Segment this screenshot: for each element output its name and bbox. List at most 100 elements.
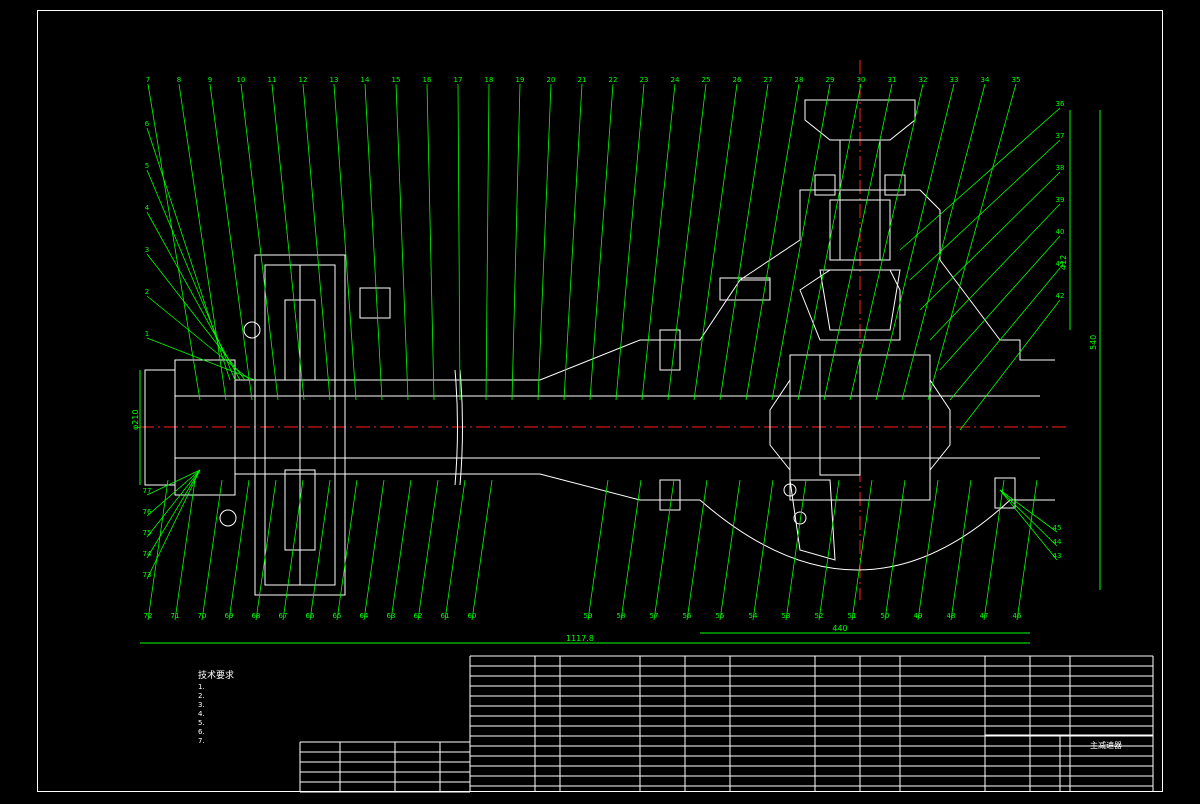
- part-number-label: 76: [143, 508, 152, 516]
- leader-line: [444, 479, 466, 621]
- leader-line: [884, 479, 906, 621]
- leader-line: [823, 83, 893, 401]
- part-number-label: 66: [306, 612, 315, 620]
- part-number-label: 51: [848, 612, 857, 620]
- leader-line: [999, 489, 1058, 547]
- part-number-label: 47: [980, 612, 989, 620]
- leader-line: [929, 203, 1061, 341]
- part-number-label: 1: [145, 330, 149, 338]
- leader-line: [719, 479, 741, 621]
- leader-line: [146, 469, 201, 559]
- part-number-label: 49: [914, 612, 923, 620]
- part-number-label: 50: [881, 612, 890, 620]
- part-number-label: 26: [733, 76, 742, 84]
- leader-line: [426, 83, 435, 401]
- leader-line: [719, 83, 769, 401]
- leader-line: [999, 489, 1058, 533]
- leader-line: [563, 83, 583, 401]
- part-number-label: 12: [299, 76, 308, 84]
- parts-list-table: [299, 655, 1154, 793]
- tech-req-line: 5.: [198, 719, 205, 727]
- part-number-label: 28: [795, 76, 804, 84]
- leader-line: [146, 469, 201, 517]
- part-number-label: 69: [225, 612, 234, 620]
- part-number-label: 21: [578, 76, 587, 84]
- part-number-label: 6: [145, 120, 150, 128]
- part-number-label: 8: [177, 76, 181, 84]
- leader-line: [146, 127, 231, 381]
- part-number-label: 27: [764, 76, 773, 84]
- leader-line: [146, 469, 201, 538]
- leader-line: [641, 83, 676, 401]
- leader-line: [752, 479, 774, 621]
- part-number-label: 7: [146, 76, 150, 84]
- leader-line: [927, 83, 1017, 401]
- part-number-label: 73: [143, 571, 152, 579]
- part-number-label: 55: [716, 612, 725, 620]
- leader-line: [201, 479, 223, 621]
- leader-line: [849, 83, 924, 401]
- title-block: 主减速器: [1060, 740, 1152, 751]
- part-number-label: 48: [947, 612, 956, 620]
- part-number-label: 2: [145, 288, 149, 296]
- leader-line: [147, 83, 201, 401]
- part-number-label: 61: [441, 612, 450, 620]
- leader-line: [615, 83, 645, 401]
- leader-line: [485, 83, 490, 401]
- part-number-label: 32: [919, 76, 928, 84]
- leader-line: [146, 295, 251, 381]
- leader-line: [939, 235, 1061, 371]
- part-number-label: 31: [888, 76, 897, 84]
- leader-line: [745, 83, 800, 401]
- leader-line: [589, 83, 614, 401]
- leader-line: [797, 83, 862, 401]
- part-number-label: 24: [671, 76, 680, 84]
- leader-line: [959, 299, 1061, 431]
- part-number-label: 70: [198, 612, 207, 620]
- part-number-label: 41: [1056, 260, 1065, 268]
- part-number-label: 14: [361, 76, 370, 84]
- leader-line: [785, 479, 807, 621]
- part-number-label: 17: [454, 76, 463, 84]
- leader-line: [309, 479, 331, 621]
- leader-line: [511, 83, 521, 401]
- dim-height-top: 412: [1059, 255, 1068, 270]
- leader-line: [333, 83, 357, 401]
- dimension-lines: [139, 110, 1101, 644]
- part-number-label: 25: [702, 76, 711, 84]
- leader-line: [587, 479, 609, 621]
- part-number-label: 68: [252, 612, 261, 620]
- tech-req-title: 技术要求: [198, 671, 235, 681]
- leader-line: [620, 479, 642, 621]
- tech-req-line: 1.: [198, 683, 205, 691]
- part-number-label: 29: [826, 76, 835, 84]
- leader-line: [255, 479, 277, 621]
- dim-flange-dia: φ210: [131, 409, 140, 430]
- part-number-label: 10: [237, 76, 246, 84]
- leader-line: [146, 469, 201, 580]
- part-number-label: 64: [360, 612, 369, 620]
- part-number-label: 34: [981, 76, 990, 84]
- leader-line: [240, 83, 279, 401]
- leader-line: [686, 479, 708, 621]
- part-number-label: 18: [485, 76, 494, 84]
- leader-line: [653, 479, 675, 621]
- left-hub-assembly: [144, 254, 391, 596]
- part-number-label: 74: [143, 550, 152, 558]
- part-number-label: 57: [650, 612, 659, 620]
- part-number-label: 75: [143, 529, 152, 537]
- leader-line: [146, 337, 256, 381]
- leader-line: [693, 83, 738, 401]
- part-number-label: 44: [1053, 538, 1062, 546]
- part-number-label: 15: [392, 76, 401, 84]
- part-number-label: 33: [950, 76, 959, 84]
- leader-line: [537, 83, 552, 401]
- leader-line: [336, 479, 358, 621]
- leader-line: [282, 479, 304, 621]
- leader-line: [999, 489, 1058, 561]
- dim-half-length: 440: [832, 624, 847, 633]
- part-number-label: 5: [145, 162, 149, 170]
- part-number-label: 46: [1013, 612, 1022, 620]
